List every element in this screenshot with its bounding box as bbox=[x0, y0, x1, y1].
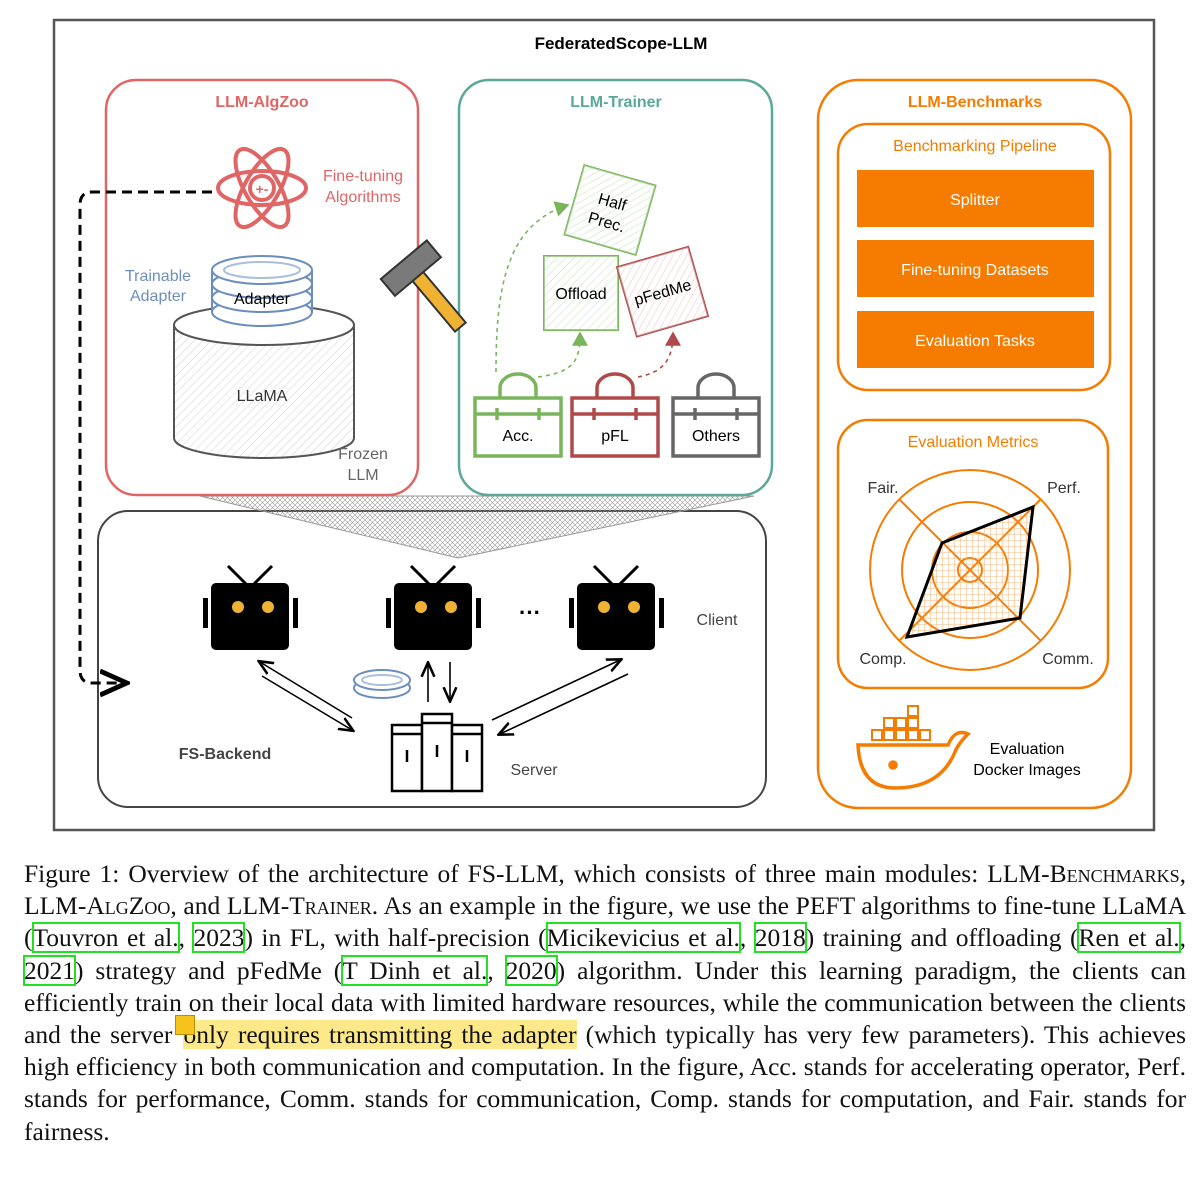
citation-link-ren-year[interactable]: 2021 bbox=[23, 954, 76, 986]
highlighted-text[interactable]: only requires transmitting the adapter bbox=[183, 1020, 577, 1050]
metrics-radar bbox=[869, 469, 1071, 671]
pfl-label: pFL bbox=[601, 428, 629, 445]
funnel-shape bbox=[199, 495, 755, 559]
caption-text: , LLM- bbox=[24, 859, 1186, 921]
splitter-block bbox=[857, 170, 1094, 227]
docker-label-1: Evaluation bbox=[990, 741, 1065, 758]
fs-backend-title: FS-Backend bbox=[179, 746, 271, 763]
client-server-arrows bbox=[260, 660, 629, 734]
server-label: Server bbox=[510, 762, 558, 779]
trainable-adapter-label-1: Trainable bbox=[125, 268, 191, 285]
caption-text: ) training and offloading ( bbox=[805, 923, 1079, 953]
citation-link-touvron[interactable]: Touvron et al. bbox=[31, 922, 180, 954]
caption-text: ) algorithm. Under this learning paradig… bbox=[24, 955, 1187, 1050]
adapter-label: Adapter bbox=[234, 291, 291, 308]
client-robot-icon bbox=[569, 564, 664, 650]
clients-ellipsis: ··· bbox=[519, 600, 541, 625]
svg-text:+-: +- bbox=[256, 181, 269, 197]
finetune-label-2: Algorithms bbox=[325, 189, 401, 206]
offload-card: Offload bbox=[543, 255, 619, 331]
trainer-title: LLM-Trainer bbox=[570, 94, 662, 111]
docker-label-2: Docker Images bbox=[973, 762, 1081, 779]
llama-label: LLaMA bbox=[237, 388, 288, 405]
client-robot-icon bbox=[386, 564, 481, 650]
adapter-stack bbox=[211, 255, 313, 327]
transmitted-adapter-icon bbox=[353, 669, 411, 699]
half-precision-card: Half Prec. bbox=[563, 163, 657, 257]
citation-link-tdinh[interactable]: T Dinh et al. bbox=[341, 954, 489, 986]
hammer-icon bbox=[379, 239, 468, 334]
figure-title: FederatedScope-LLM bbox=[535, 34, 708, 53]
caption-module-trainer: Trainer bbox=[289, 891, 372, 921]
citation-link-touvron-year[interactable]: 2023 bbox=[192, 922, 246, 954]
metrics-box bbox=[836, 418, 1110, 690]
evaluation-tasks-label: Evaluation Tasks bbox=[915, 333, 1035, 350]
figure-frame bbox=[52, 18, 1156, 832]
caption-text: , and LLM- bbox=[170, 891, 290, 921]
acc-to-halfprec-arrow bbox=[495, 201, 570, 373]
finetune-label-1: Fine-tuning bbox=[323, 168, 403, 185]
others-toolbox bbox=[671, 372, 761, 458]
acc-label: Acc. bbox=[502, 428, 533, 445]
caption-text: Figure 1: Overview of the architecture o… bbox=[24, 859, 1050, 888]
architecture-figure: FederatedScope-LLM FS-Backend LLM-AlgZoo… bbox=[52, 18, 1156, 832]
metrics-title: Evaluation Metrics bbox=[908, 434, 1039, 451]
metric-perf-label: Perf. bbox=[1047, 480, 1081, 497]
acc-toolbox bbox=[473, 372, 563, 458]
others-label: Others bbox=[692, 428, 740, 445]
caption-text: ) strategy and pFedMe ( bbox=[75, 955, 343, 985]
pfedme-card: pFedMe bbox=[615, 245, 710, 338]
caption-text: , bbox=[739, 923, 755, 953]
citation-link-tdinh-year[interactable]: 2020 bbox=[504, 954, 558, 986]
algorithm-to-backend-arrow bbox=[78, 190, 212, 683]
frozen-llm-label-2: LLM bbox=[347, 467, 378, 484]
server-icon bbox=[390, 712, 484, 793]
finetuning-datasets-label: Fine-tuning Datasets bbox=[901, 262, 1049, 279]
caption-text: . As an example in the figure, we use th… bbox=[24, 891, 1186, 953]
client-label: Client bbox=[697, 612, 738, 629]
metric-comm-label: Comm. bbox=[1042, 651, 1094, 668]
caption-module-benchmarks: Benchmarks bbox=[1049, 859, 1180, 888]
evaluation-tasks-block bbox=[857, 311, 1094, 368]
docker-whale-icon bbox=[856, 705, 972, 790]
figure-caption: Figure 1: Overview of the architecture o… bbox=[23, 858, 1187, 1148]
caption-module-algzoo: AlgZoo bbox=[86, 891, 171, 921]
caption-text: , bbox=[487, 955, 506, 985]
caption-text: ) in FL, with half-precision ( bbox=[244, 923, 547, 953]
caption-text: , bbox=[178, 923, 194, 953]
frozen-llm-label-1: Frozen bbox=[338, 446, 388, 463]
trainable-adapter-label-2: Adapter bbox=[130, 288, 187, 305]
acc-to-offload-arrow bbox=[537, 331, 588, 378]
sticky-note-icon[interactable] bbox=[175, 1015, 196, 1036]
algzoo-title: LLM-AlgZoo bbox=[215, 94, 309, 111]
pipeline-title: Benchmarking Pipeline bbox=[893, 138, 1057, 155]
client-robot-icon bbox=[203, 564, 298, 650]
atom-icon: +- bbox=[216, 146, 308, 230]
metric-fair-label: Fair. bbox=[867, 480, 898, 497]
metric-comp-label: Comp. bbox=[859, 651, 906, 668]
offload-label: Offload bbox=[555, 286, 606, 303]
caption-text: (which typically has very few parameters… bbox=[24, 1020, 1187, 1146]
citation-link-ren[interactable]: Ren et al. bbox=[1077, 922, 1181, 954]
benchmarks-box bbox=[816, 78, 1133, 810]
splitter-label: Splitter bbox=[950, 192, 1000, 209]
finetuning-datasets-block bbox=[857, 240, 1094, 297]
citation-link-micikevicius-year[interactable]: 2018 bbox=[753, 922, 807, 954]
radar-polygon bbox=[904, 504, 1035, 639]
caption-text: , bbox=[1179, 923, 1187, 953]
pipeline-box bbox=[836, 122, 1112, 392]
pfl-to-pfedme-arrow bbox=[637, 331, 681, 378]
llama-cylinder bbox=[173, 304, 355, 459]
benchmarks-title: LLM-Benchmarks bbox=[908, 94, 1042, 111]
citation-link-micikevicius[interactable]: Micikevicius et al. bbox=[545, 922, 741, 954]
pfl-toolbox bbox=[570, 372, 660, 458]
